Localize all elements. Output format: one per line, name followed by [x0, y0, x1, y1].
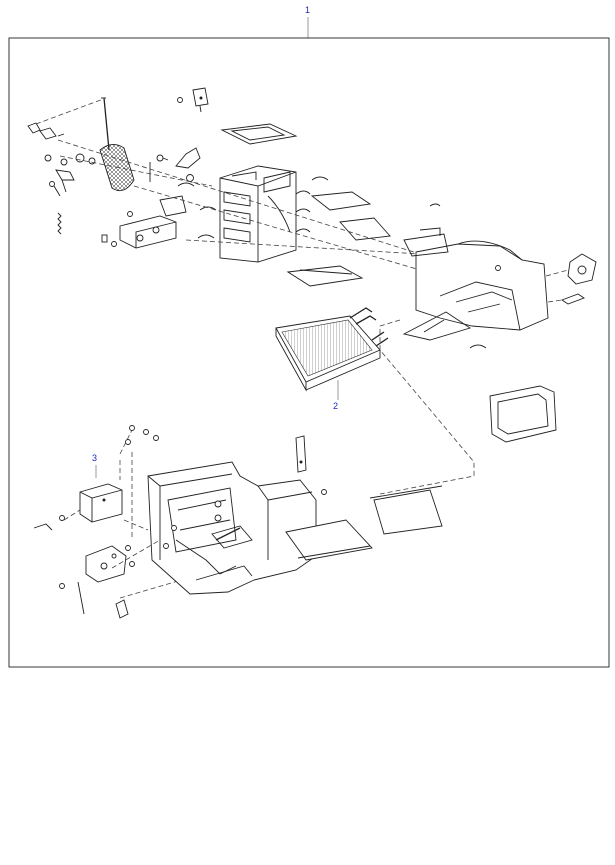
flap-doors-lower	[285, 485, 443, 561]
lower-main-case	[147, 461, 317, 595]
lower-alignment-lines	[63, 452, 161, 569]
upper-left-hardware	[27, 97, 110, 235]
blower-housing	[402, 227, 549, 349]
actuator-motor	[33, 483, 123, 531]
flap-doors-upper	[286, 191, 391, 287]
callout-1: 1	[305, 5, 310, 38]
callout-1-label: 1	[305, 5, 310, 15]
upper-alignment-lines	[35, 97, 421, 271]
callout-2-label: 2	[333, 401, 338, 411]
actuator-bracket-lower	[59, 545, 135, 619]
distribution-housing	[219, 165, 297, 263]
clamp-right	[545, 253, 597, 305]
route-line-main	[379, 319, 475, 495]
callout-3: 3	[92, 453, 97, 478]
housing-clips	[177, 176, 441, 239]
gasket-ring	[489, 385, 557, 443]
top-bracket-clip	[177, 87, 209, 113]
callout-3-label: 3	[92, 453, 97, 463]
heater-matrix: 2	[275, 307, 389, 411]
assembly-frame	[8, 37, 610, 668]
lower-screws	[119, 425, 159, 480]
gasket-frame-upper	[220, 123, 298, 145]
servo-bracket	[101, 195, 187, 249]
vertical-clip	[295, 435, 327, 495]
